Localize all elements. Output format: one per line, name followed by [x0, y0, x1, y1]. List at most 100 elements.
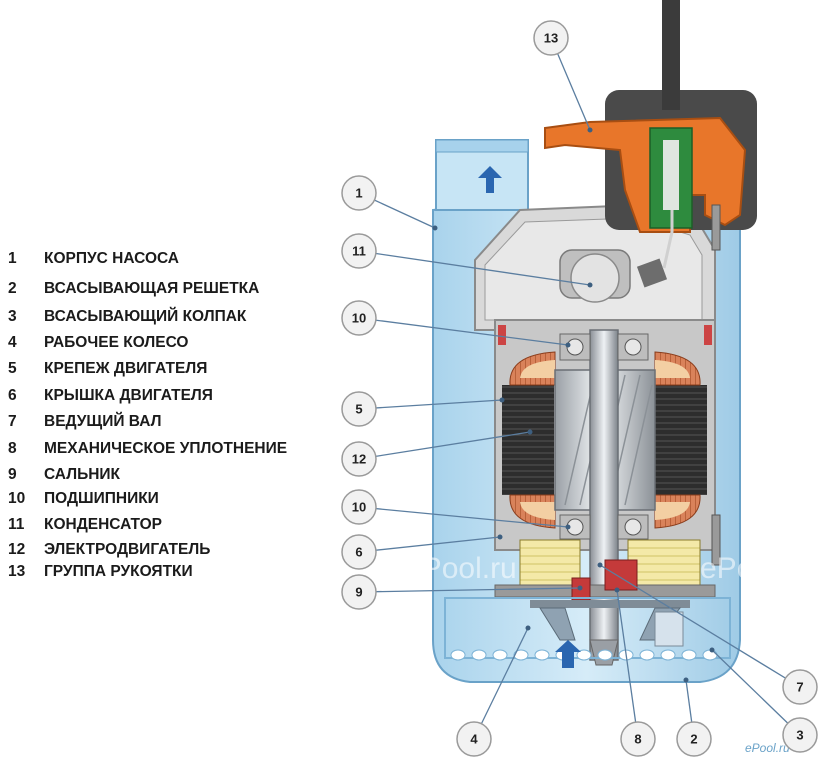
legend-label: КРЫШКА ДВИГАТЕЛЯ [44, 387, 213, 404]
legend-number: 8 [8, 440, 17, 457]
drive-shaft [589, 329, 619, 661]
handle-group [544, 116, 747, 233]
legend-number: 6 [8, 387, 17, 404]
watermark-corner: ePool.ru [745, 741, 790, 755]
legend-item: 12 ЭЛЕКТРОДВИГАТЕЛЬ [8, 539, 210, 561]
callout-number: 5 [355, 402, 362, 417]
suction-grille [444, 597, 731, 661]
legend-item: 5 КРЕПЕЖ ДВИГАТЕЛЯ [8, 358, 207, 380]
callout-circle [341, 300, 377, 336]
legend-number: 13 [8, 563, 26, 580]
callout-number: 1 [355, 186, 362, 201]
callout-circle [341, 233, 377, 269]
callout-number: 7 [796, 680, 803, 695]
callout-number: 3 [796, 728, 803, 743]
callout-circle [782, 669, 818, 705]
legend-number: 7 [8, 413, 17, 430]
callout-number: 11 [352, 244, 366, 259]
legend-label: КОНДЕНСАТОР [44, 516, 162, 533]
callout-leader-line [358, 317, 569, 346]
callout-number: 10 [352, 311, 366, 326]
flow-in-arrow-icon [555, 640, 581, 668]
bolt-top-icon [711, 204, 721, 251]
legend-item: 9 САЛЬНИК [8, 464, 120, 486]
legend-label: САЛЬНИК [44, 466, 121, 483]
callout-leader-line [358, 506, 569, 528]
legend-number: 5 [8, 360, 17, 377]
watermark-left: ePool.ru [0, 552, 107, 585]
impeller [530, 600, 690, 647]
callout-number: 2 [690, 732, 697, 747]
callout-number: 12 [352, 452, 366, 467]
legend-item: 13 ГРУППА РУКОЯТКИ [8, 561, 193, 583]
legend-label: ЭЛЕКТРОДВИГАТЕЛЬ [44, 541, 211, 558]
callout-leader-line [616, 589, 639, 740]
oil-chamber-right [627, 539, 701, 586]
legend-number: 12 [8, 541, 26, 558]
callout-number: 13 [544, 31, 558, 46]
legend-item: 11 КОНДЕНСАТОР [8, 514, 162, 536]
callout-number: 6 [355, 545, 362, 560]
callout-circle [341, 489, 377, 525]
legend-item: 7 ВЕДУЩИЙ ВАЛ [8, 411, 161, 433]
callout-leader-line [473, 627, 529, 740]
legend-item: 4 РАБОЧЕЕ КОЛЕСО [8, 332, 188, 354]
upper-bearings [559, 333, 649, 361]
legend-item: 8 МЕХАНИЧЕСКОЕ УПЛОТНЕНИЕ [8, 438, 287, 460]
callout-circle [341, 391, 377, 427]
legend-item: 1 КОРПУС НАСОСА [8, 248, 179, 270]
power-cable [662, 0, 680, 110]
callout-number: 8 [634, 732, 641, 747]
callout-leader-line [358, 587, 581, 593]
legend-item: 10 ПОДШИПНИКИ [8, 488, 159, 510]
callout-number: 4 [470, 732, 478, 747]
callout-circle [676, 721, 712, 757]
capacitor [559, 210, 674, 303]
legend-number: 4 [8, 334, 17, 351]
legend-number: 2 [8, 280, 17, 297]
legend-label: КРЕПЕЖ ДВИГАТЕЛЯ [44, 360, 208, 377]
callout-leader-line [711, 649, 801, 736]
oil-chamber-left [519, 539, 581, 586]
flow-up-arrow-icon [478, 166, 502, 193]
callout-circle [620, 721, 656, 757]
legend-label: РАБОЧЕЕ КОЛЕСО [44, 334, 189, 351]
bolt-bottom-icon [711, 514, 721, 566]
legend-number: 9 [8, 466, 17, 483]
legend-label: ГРУППА РУКОЯТКИ [44, 563, 193, 580]
legend-label: ВСАСЫВАЮЩАЯ РЕШЕТКА [44, 280, 260, 297]
legend-label: КОРПУС НАСОСА [44, 250, 180, 267]
legend-number: 1 [8, 250, 17, 267]
legend-label: ВСАСЫВАЮЩИЙ КОЛПАК [44, 308, 247, 325]
callout-leader-line [599, 564, 801, 688]
legend-item: 2 ВСАСЫВАЮЩАЯ РЕШЕТКА [8, 278, 259, 300]
legend-label: МЕХАНИЧЕСКОЕ УПЛОТНЕНИЕ [44, 440, 288, 457]
legend-number: 11 [8, 516, 25, 533]
callout-circle [456, 721, 492, 757]
callout-number: 9 [355, 585, 362, 600]
stator-right [655, 385, 707, 495]
callout-circle [533, 20, 569, 56]
callout-circle [341, 534, 377, 570]
stator-left [502, 385, 554, 495]
watermark-mid: ePool.ru [405, 552, 517, 585]
callout-leader-line [358, 431, 531, 460]
mechanical-seal [604, 559, 638, 591]
callout-circle [341, 175, 377, 211]
callout-number: 10 [352, 500, 366, 515]
callout-circle [341, 441, 377, 477]
callout-leader-line [358, 399, 503, 410]
legend-label: ПОДШИПНИКИ [44, 490, 159, 507]
callout-leader-line [358, 536, 501, 553]
legend-item: 6 КРЫШКА ДВИГАТЕЛЯ [8, 385, 213, 407]
watermark-right: ePool.ru [700, 552, 812, 585]
legend-label: ВЕДУЩИЙ ВАЛ [44, 413, 162, 430]
callout-circle [782, 717, 818, 753]
legend-number: 10 [8, 490, 26, 507]
callout-circle [341, 574, 377, 610]
